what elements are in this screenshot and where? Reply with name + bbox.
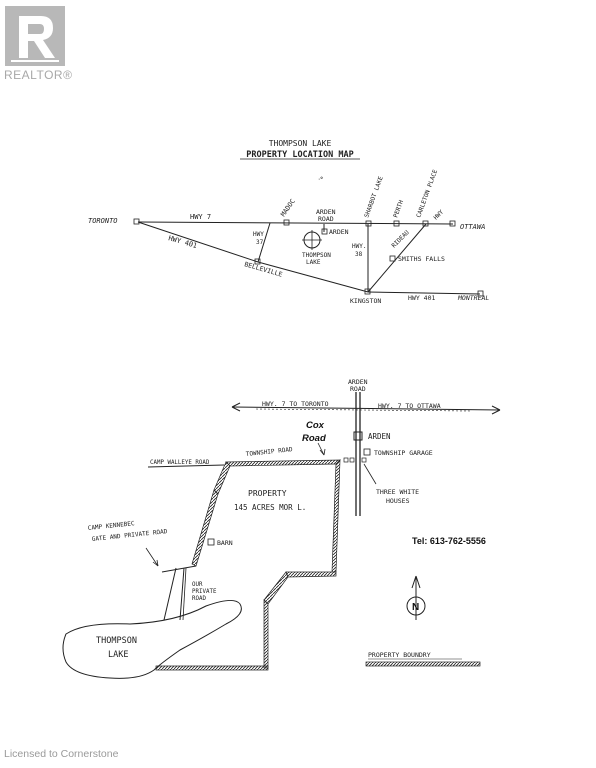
three-white-houses-label-2: HOUSES xyxy=(386,497,410,505)
property-boundary-legend xyxy=(365,661,481,667)
our-private-road-label-2: PRIVATE xyxy=(192,589,217,595)
arden-road-label-2: ROAD xyxy=(318,215,334,223)
our-private-road-label-3: ROAD xyxy=(192,596,206,602)
camp-walleye-road-label: CAMP WALLEYE ROAD xyxy=(150,460,210,466)
montreal-marker xyxy=(477,290,484,297)
arden-site-label: ARDEN xyxy=(368,432,391,441)
barn-label: BARN xyxy=(217,539,233,547)
our-private-road-label-1: OUR xyxy=(192,582,203,588)
east-arrow-icon xyxy=(491,405,501,415)
arden-road-label-1: ARDEN xyxy=(316,208,336,216)
boundary-top-left xyxy=(213,461,231,495)
barn-marker xyxy=(207,538,215,546)
kingston-marker xyxy=(364,288,371,295)
township-garage-label: TOWNSHIP GARAGE xyxy=(374,449,433,457)
arden-road-site-label-1: ARDEN xyxy=(348,378,368,386)
hwy-label: HWY xyxy=(432,209,445,222)
west-arrow-icon xyxy=(231,402,241,412)
cox-road-label-2: Road xyxy=(302,433,326,444)
sharbot-lake-label: SHARBOT LAKE xyxy=(363,175,385,218)
township-garage-marker xyxy=(363,448,371,456)
ottawa-marker xyxy=(449,220,456,227)
hwy38-label-1: HWY. xyxy=(352,243,366,250)
arden-marker xyxy=(321,228,328,235)
realtor-logo[interactable]: REALTOR® xyxy=(4,4,73,84)
hwy7-label: HWY 7 xyxy=(190,213,211,221)
rideau-label: RIDEAU xyxy=(390,229,411,250)
three-white-houses-label-1: THREE WHITE xyxy=(376,488,419,496)
arden-site-marker xyxy=(353,431,363,441)
perth-label: PERTH xyxy=(392,199,405,219)
license-footer: Licensed to Cornerstone xyxy=(4,748,119,760)
boundary-bottom xyxy=(155,665,269,671)
smiths-falls-marker xyxy=(389,255,396,262)
realtor-logo-mark xyxy=(5,6,65,66)
belleville-marker xyxy=(254,258,261,265)
property-map: HWY. 7 TO TORONTO HWY. 7 TO OTTAWA ARDEN… xyxy=(62,378,501,679)
boundary-top xyxy=(225,459,341,467)
realtor-logo-text: REALTOR® xyxy=(4,68,73,82)
realtor-r-icon xyxy=(11,16,59,62)
montreal-label: MONTREAL xyxy=(457,294,489,302)
cox-road-label-1: Cox xyxy=(306,420,325,431)
acreage-label: 145 ACRES MOR L. xyxy=(234,503,306,512)
boundary-mid xyxy=(285,571,337,578)
carleton-marker xyxy=(422,220,429,227)
arden-road-site-label-2: ROAD xyxy=(350,385,366,393)
hwy37-road xyxy=(257,222,271,263)
boundary-diagonal xyxy=(263,571,289,605)
location-map: THOMPSON LAKE PROPERTY LOCATION MAP ᐧᐤ xyxy=(88,139,489,305)
thompson-lake-site-label-2: LAKE xyxy=(108,650,128,660)
hwy7-ottawa-label: HWY. 7 TO OTTAWA xyxy=(378,402,441,410)
perth-marker xyxy=(393,220,400,227)
thompson-lake-label-2: LAKE xyxy=(306,259,321,266)
camp-kennebec-label-1: CAMP KENNEBEC xyxy=(87,520,135,532)
north-circle-icon xyxy=(406,596,426,616)
telephone-label: Tel: 613-762-5556 xyxy=(412,536,486,546)
property-label: PROPERTY xyxy=(248,489,287,498)
our-private-road-line xyxy=(179,567,185,621)
thompson-lake-label-1: THOMPSON xyxy=(302,252,331,259)
hwy401-west-road xyxy=(137,221,259,263)
cox-road-arrow-icon xyxy=(319,448,326,456)
hwy401-east-label: HWY 401 xyxy=(408,294,435,302)
kennebec-road-line xyxy=(163,567,177,621)
location-map-subtitle: PROPERTY LOCATION MAP xyxy=(246,150,353,160)
boundary-left xyxy=(191,489,219,567)
ottawa-label: OTTAWA xyxy=(460,223,485,231)
smiths-falls-label: SMITHS FALLS xyxy=(398,255,445,263)
toronto-label: TORONTO xyxy=(88,217,118,225)
carleton-place-label: CARLETON PLACE xyxy=(415,168,439,218)
boundary-right xyxy=(331,459,341,573)
location-map-title: THOMPSON LAKE xyxy=(269,139,332,148)
thompson-lake-shape xyxy=(62,600,242,679)
north-label: N xyxy=(412,602,419,613)
madoc-label: MADOC xyxy=(279,197,297,218)
boundary-lower-right xyxy=(263,599,269,669)
hwy7-toronto-label: HWY. 7 TO TORONTO xyxy=(262,400,329,408)
thompson-lake-site-label-1: THOMPSON xyxy=(96,636,137,646)
madoc-marker xyxy=(283,219,290,226)
hwy401-belleville-road xyxy=(257,261,369,293)
hwy38-label-2: 38 xyxy=(355,251,363,258)
small-mark: ᐧᐤ xyxy=(318,175,323,184)
camp-walleye-road xyxy=(147,464,225,468)
township-road-label: TOWNSHIP ROAD xyxy=(245,446,293,458)
property-boundary-label: PROPERTY BOUNDRY xyxy=(368,651,431,659)
rideau-road xyxy=(367,223,427,293)
hwy7-site-road xyxy=(231,406,501,411)
hwy7-road xyxy=(137,221,454,225)
hwy37-label: HWY xyxy=(253,231,264,238)
kingston-label: KINGSTON xyxy=(350,297,381,305)
kennebec-arrow-icon xyxy=(152,559,159,567)
hwy37-number: 37 xyxy=(256,239,264,246)
toronto-marker xyxy=(133,218,140,225)
sharbot-marker xyxy=(365,220,372,227)
arden-label: ARDEN xyxy=(329,228,349,236)
hwy401-east-road xyxy=(367,291,481,295)
